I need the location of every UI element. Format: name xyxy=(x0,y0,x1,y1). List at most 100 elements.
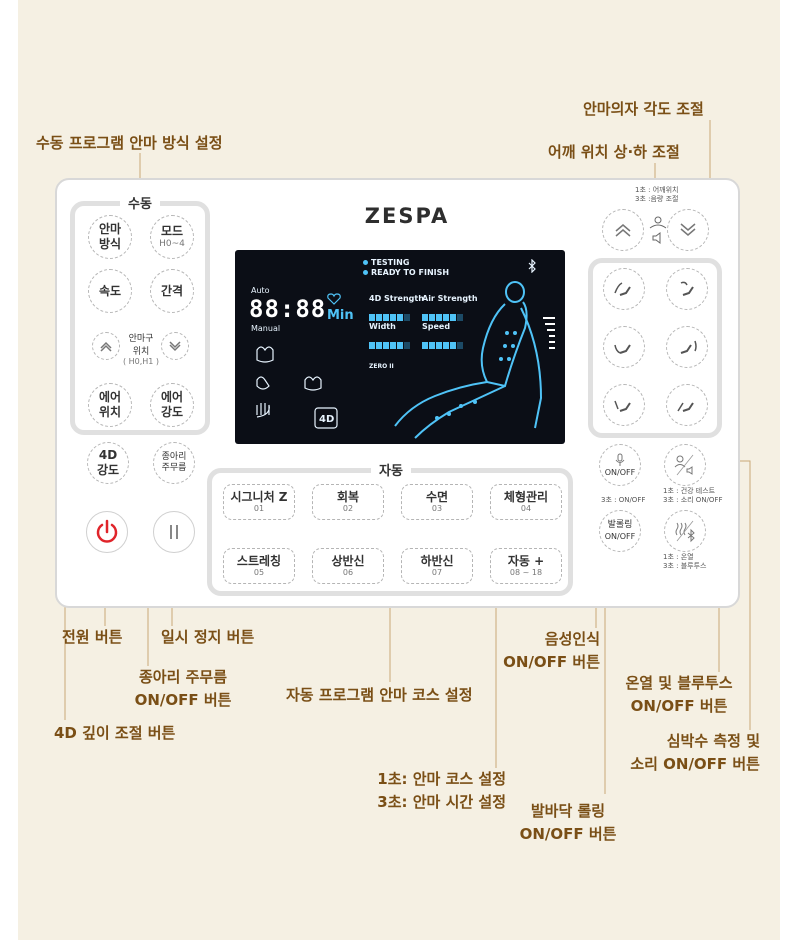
pause-icon xyxy=(170,525,178,539)
lcd-4d-label: 4D xyxy=(319,414,334,425)
callout-heat-line2: ON/OFF 버튼 xyxy=(630,697,728,715)
auto-label: 시그니처 Z xyxy=(230,490,288,504)
mode-label: 모드 xyxy=(160,224,184,238)
shoulder-note-1: 1초 : 어깨위치 xyxy=(635,186,679,194)
auto-sleep-button[interactable]: 수면 03 xyxy=(401,484,473,520)
lcd-testing-text: TESTING xyxy=(371,258,410,267)
lcd-ready-text: READY TO FINISH xyxy=(371,268,450,277)
callout-power-button: 전원 버튼 xyxy=(62,628,123,646)
callout-calf-line2: ON/OFF 버튼 xyxy=(134,691,232,709)
lcd-min: Min xyxy=(327,308,354,323)
manual-group-title: 수동 xyxy=(120,193,160,212)
air-strength-button[interactable]: 에어 강도 xyxy=(150,383,194,427)
position-range: ( H0,H1 ) xyxy=(122,357,160,366)
chevron-down-icon xyxy=(680,223,696,236)
chevron-up-icon xyxy=(615,224,631,237)
callout-manual-mode: 수동 프로그램 안마 방식 설정 xyxy=(36,134,223,152)
depth-4d-button[interactable]: 4D 강도 xyxy=(87,442,129,484)
shoulder-up-button[interactable] xyxy=(602,209,644,251)
callout-heart-rate: 심박수 측정 및 소리 ON/OFF 버튼 xyxy=(620,730,760,776)
heat-bluetooth-icon xyxy=(675,520,695,543)
callout-foot-line1: 발바닥 롤링 xyxy=(530,802,606,820)
auto-label: 수면 xyxy=(425,490,449,504)
air-position-label-1: 에어 xyxy=(98,390,122,404)
heart-note-1: 1초 : 건강 테스트 xyxy=(663,487,716,495)
auto-label: 회복 xyxy=(336,490,360,504)
full-recline-button[interactable] xyxy=(603,384,645,426)
pause-button[interactable] xyxy=(153,511,195,553)
position-up-button[interactable] xyxy=(92,332,120,360)
full-upright-icon xyxy=(677,402,694,412)
auto-label: 스트레칭 xyxy=(236,554,282,568)
callout-auto-time: 1초: 안마 코스 설정 3초: 안마 시간 설정 xyxy=(350,768,506,814)
lcd-air-strength: Air Strength xyxy=(422,294,478,303)
auto-lower-body-button[interactable]: 하반신 07 xyxy=(401,548,473,584)
calf-button[interactable]: 종아리 주무름 xyxy=(153,442,195,484)
callout-shoulder-position: 어깨 위치 상·하 조절 xyxy=(548,143,680,161)
callout-voice-line1: 음성인식 xyxy=(544,630,600,648)
auto-body-care-button[interactable]: 체형관리 04 xyxy=(490,484,562,520)
auto-label: 자동 + xyxy=(507,554,545,568)
auto-signature-z-button[interactable]: 시그니처 Z 01 xyxy=(223,484,295,520)
callout-heat-bluetooth: 온열 및 블루투스 ON/OFF 버튼 xyxy=(604,672,754,718)
auto-recovery-button[interactable]: 회복 02 xyxy=(312,484,384,520)
chevron-down-icon xyxy=(169,341,181,352)
mode-range: H0~4 xyxy=(159,239,185,249)
auto-plus-button[interactable]: 자동 + 08 ~ 18 xyxy=(490,548,562,584)
foot-rolling-button[interactable]: 발롤링 ON/OFF xyxy=(599,510,641,552)
recline-forward-icon xyxy=(680,281,694,296)
calf-label-1: 종아리 xyxy=(161,452,187,462)
auto-stretching-button[interactable]: 스트레칭 05 xyxy=(223,548,295,584)
heat-note-2: 3초 : 블루투스 xyxy=(663,562,707,570)
lcd-zero: ZERO II xyxy=(369,363,394,370)
auto-upper-body-button[interactable]: 상반신 06 xyxy=(312,548,384,584)
lcd-massage-hands-icons: 4D xyxy=(256,346,338,429)
interval-button[interactable]: 간격 xyxy=(150,269,194,313)
callout-voice-line2: ON/OFF 버튼 xyxy=(503,653,600,671)
heart-icon xyxy=(327,293,341,305)
callout-depth-button: 4D 깊이 조절 버튼 xyxy=(54,724,176,742)
callout-calf-line1: 종아리 주무름 xyxy=(138,668,228,686)
recline-forward-button[interactable] xyxy=(666,268,708,310)
lcd-width-bars xyxy=(369,334,411,349)
callout-voice: 음성인식 ON/OFF 버튼 xyxy=(490,628,600,674)
bluetooth-icon xyxy=(528,259,536,273)
auto-group-title: 자동 xyxy=(371,460,411,479)
massage-method-button[interactable]: 안마 방식 xyxy=(88,215,132,259)
recline-back-icon xyxy=(614,282,631,296)
shoulder-down-button[interactable] xyxy=(667,209,709,251)
callout-pause-button: 일시 정지 버튼 xyxy=(161,628,255,646)
position-down-button[interactable] xyxy=(161,332,189,360)
leg-up-button[interactable] xyxy=(603,326,645,368)
lcd-4d-strength-bars xyxy=(369,306,411,321)
massage-method-label-1: 안마 xyxy=(98,222,122,236)
heat-note: 1초 : 온열 3초 : 블루투스 xyxy=(663,553,706,571)
mode-button[interactable]: 모드 H0~4 xyxy=(150,215,194,259)
callout-chair-angle: 안마의자 각도 조절 xyxy=(583,100,704,118)
callout-calf: 종아리 주무름 ON/OFF 버튼 xyxy=(118,666,248,712)
shoulder-note-2: 3초 :음량 조절 xyxy=(635,195,679,203)
massage-method-label-2: 방식 xyxy=(98,237,122,251)
auto-num: 02 xyxy=(342,504,354,513)
position-label-2: 위치 xyxy=(132,347,150,357)
callout-auto-time-line1: 1초: 안마 코스 설정 xyxy=(377,770,506,788)
lcd-ready: READY TO FINISH xyxy=(363,268,449,277)
power-button[interactable] xyxy=(86,511,128,553)
remote-controller: ZESPA 수동 안마 방식 모드 H0~4 속도 간격 안마구 위치 ( H0… xyxy=(55,178,740,608)
recline-back-button[interactable] xyxy=(603,268,645,310)
speed-button[interactable]: 속도 xyxy=(88,269,132,313)
callout-heart-line2: 소리 ON/OFF 버튼 xyxy=(630,755,760,773)
leg-down-button[interactable] xyxy=(666,326,708,368)
position-label: 안마구 위치 ( H0,H1 ) xyxy=(119,331,163,366)
heart-rate-sound-icon xyxy=(674,454,694,476)
speed-label: 속도 xyxy=(98,283,122,298)
air-position-button[interactable]: 에어 위치 xyxy=(88,383,132,427)
calf-label-2: 주무름 xyxy=(161,463,187,473)
voice-button[interactable]: ON/OFF xyxy=(599,444,641,486)
voice-label: ON/OFF xyxy=(604,467,636,477)
full-upright-button[interactable] xyxy=(666,384,708,426)
heart-rate-button[interactable] xyxy=(664,444,706,486)
heat-bluetooth-button[interactable] xyxy=(664,510,706,552)
air-position-label-2: 위치 xyxy=(98,405,122,419)
leg-down-icon xyxy=(680,340,697,354)
